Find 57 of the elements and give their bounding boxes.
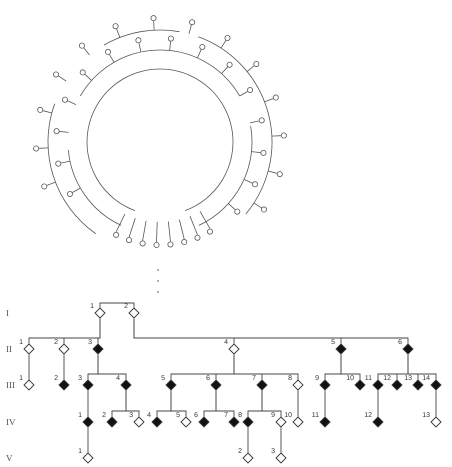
pedigree-line bbox=[324, 390, 326, 417]
unaffected-individual-diamond bbox=[134, 417, 144, 427]
affected-individual-diamond bbox=[413, 380, 423, 390]
unaffected-individual-diamond bbox=[293, 417, 303, 427]
affected-individual-diamond bbox=[373, 417, 383, 427]
pedigree-line bbox=[280, 427, 282, 453]
generation-label: IV bbox=[6, 418, 16, 426]
affected-individual-diamond bbox=[199, 417, 209, 427]
unaffected-individual-diamond bbox=[59, 344, 69, 354]
generation-label: II bbox=[6, 344, 12, 354]
affected-individual-diamond bbox=[211, 380, 221, 390]
affected-individual-diamond bbox=[229, 417, 239, 427]
pedigree-line bbox=[340, 354, 360, 380]
affected-individual-diamond bbox=[320, 380, 330, 390]
affected-individual-diamond bbox=[431, 380, 441, 390]
pedigree-line bbox=[170, 390, 186, 417]
generation-label: V bbox=[6, 454, 12, 462]
pedigree-line bbox=[126, 390, 140, 417]
unaffected-individual-diamond bbox=[83, 453, 93, 463]
unaffected-individual-diamond bbox=[243, 453, 253, 463]
affected-individual-diamond bbox=[83, 417, 93, 427]
unaffected-individual-diamond bbox=[181, 417, 191, 427]
unaffected-individual-diamond bbox=[431, 417, 441, 427]
unaffected-individual-diamond bbox=[229, 344, 239, 354]
affected-individual-diamond bbox=[257, 380, 267, 390]
affected-individual-diamond bbox=[392, 380, 402, 390]
unaffected-individual-diamond bbox=[24, 344, 34, 354]
affected-individual-diamond bbox=[152, 417, 162, 427]
pedigree-line bbox=[216, 390, 234, 417]
unaffected-individual-diamond bbox=[95, 308, 105, 318]
affected-individual-diamond bbox=[121, 380, 131, 390]
affected-individual-diamond bbox=[243, 417, 253, 427]
pedigree-line bbox=[262, 390, 282, 417]
affected-individual-diamond bbox=[93, 344, 103, 354]
pedigree-line bbox=[28, 354, 30, 380]
affected-individual-diamond bbox=[83, 380, 93, 390]
pedigree-line bbox=[134, 318, 408, 344]
pedigree-line bbox=[100, 302, 134, 308]
unaffected-individual-diamond bbox=[129, 308, 139, 318]
affected-individual-diamond bbox=[59, 380, 69, 390]
affected-individual-diamond bbox=[166, 380, 176, 390]
generation-label: III bbox=[6, 380, 15, 390]
pedigree-line bbox=[234, 354, 298, 380]
pedigree-line bbox=[408, 354, 436, 380]
unaffected-individual-diamond bbox=[24, 380, 34, 390]
affected-individual-diamond bbox=[336, 344, 346, 354]
unaffected-individual-diamond bbox=[276, 453, 286, 463]
affected-individual-diamond bbox=[355, 380, 365, 390]
affected-individual-diamond bbox=[373, 380, 383, 390]
affected-individual-diamond bbox=[107, 417, 117, 427]
generation-label: I bbox=[6, 308, 9, 318]
affected-individual-diamond bbox=[403, 344, 413, 354]
pedigree-line bbox=[98, 318, 100, 344]
unaffected-individual-diamond bbox=[293, 380, 303, 390]
affected-individual-diamond bbox=[320, 417, 330, 427]
pedigree-line bbox=[98, 354, 126, 380]
unaffected-individual-diamond bbox=[276, 417, 286, 427]
